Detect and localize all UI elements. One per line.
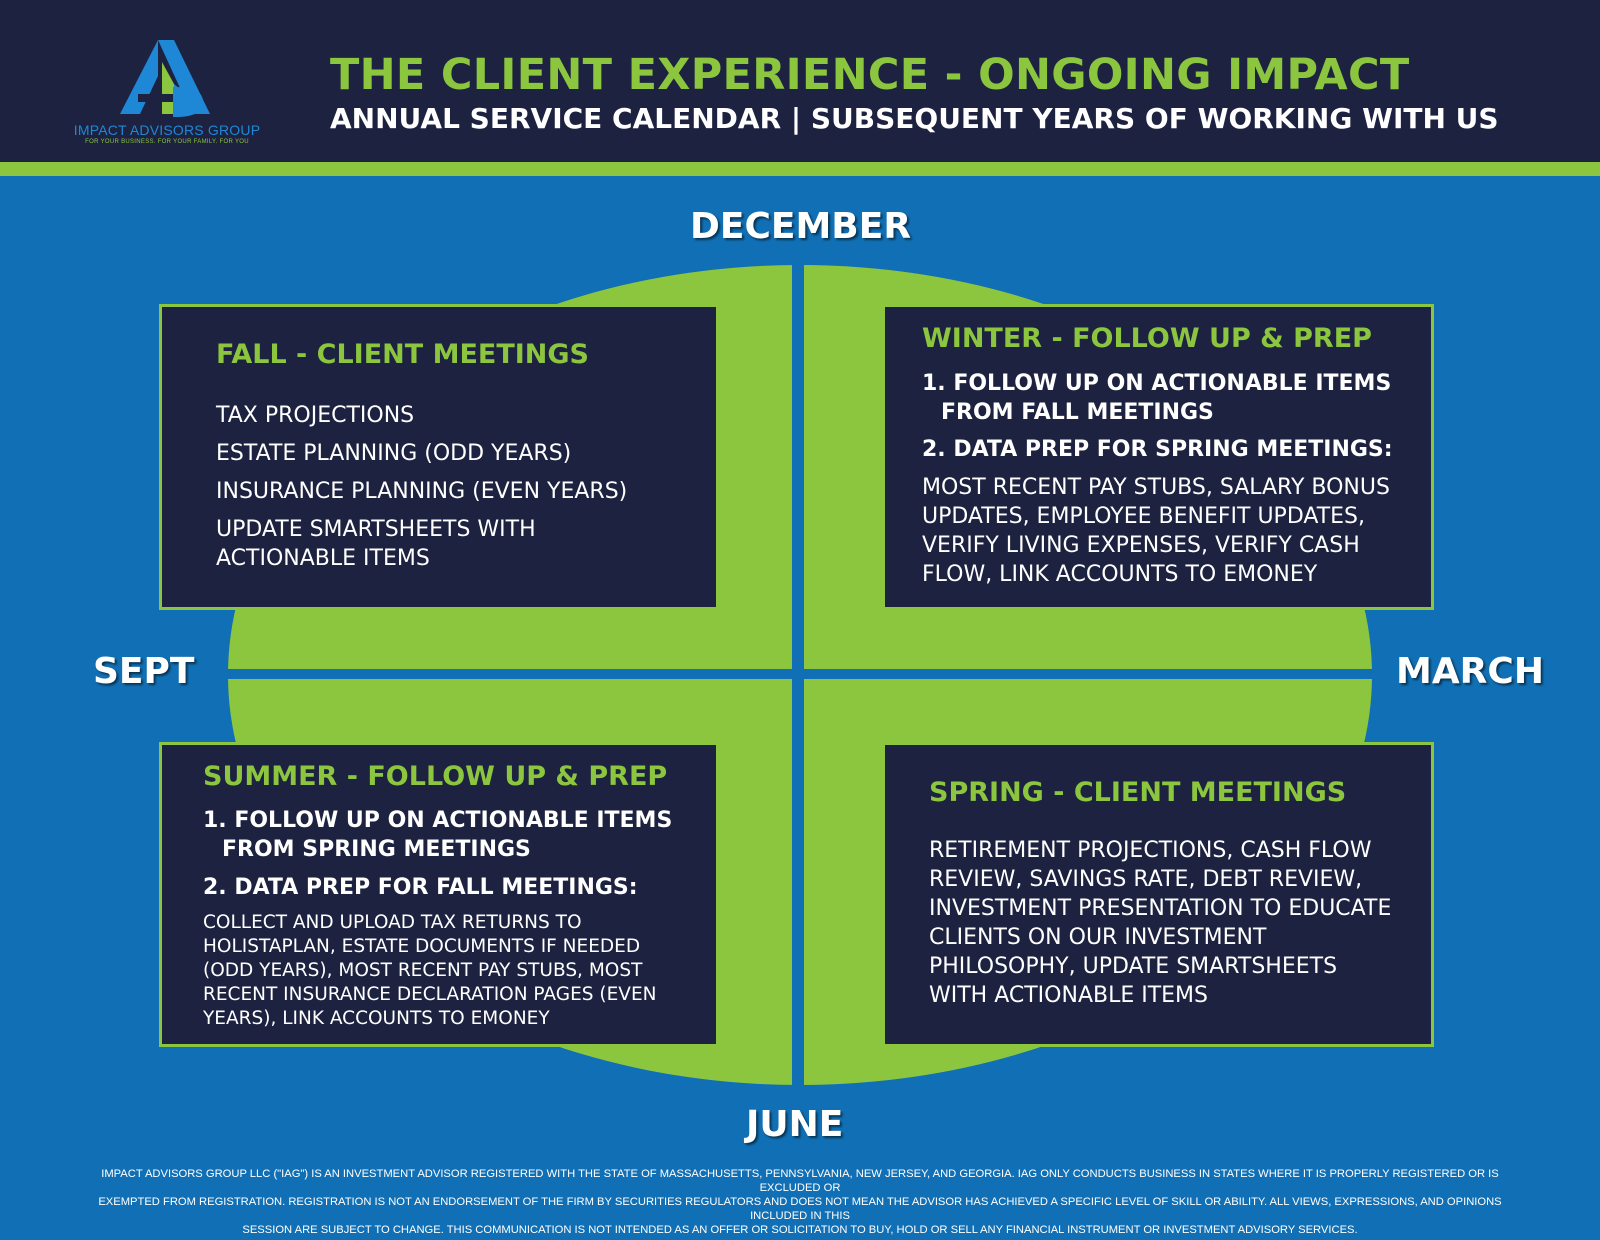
summer-step-1: 1. FOLLOW UP ON ACTIONABLE ITEMS bbox=[203, 808, 673, 833]
month-label-sept: SEPT bbox=[93, 651, 195, 692]
summer-step-2: 2. DATA PREP FOR FALL MEETINGS: bbox=[203, 875, 638, 900]
header-banner: IMPACT ADVISORS GROUP FOR YOUR BUSINESS.… bbox=[0, 0, 1600, 162]
month-label-june: JUNE bbox=[746, 1104, 844, 1145]
header-divider-stripe bbox=[0, 162, 1600, 176]
summer-card-title: SUMMER - FOLLOW UP & PREP bbox=[203, 761, 668, 792]
spring-item: CLIENTS ON OUR INVESTMENT bbox=[929, 925, 1267, 950]
wheel-horizontal-divider bbox=[210, 669, 1390, 679]
summer-item: RECENT INSURANCE DECLARATION PAGES (EVEN bbox=[203, 984, 657, 1005]
winter-card: WINTER - FOLLOW UP & PREP 1. FOLLOW UP O… bbox=[882, 304, 1434, 610]
triangle-logo-icon bbox=[120, 40, 210, 118]
summer-card: SUMMER - FOLLOW UP & PREP 1. FOLLOW UP O… bbox=[159, 742, 719, 1047]
fall-item: TAX PROJECTIONS bbox=[216, 403, 415, 428]
spring-card-title: SPRING - CLIENT MEETINGS bbox=[929, 777, 1347, 808]
spring-item: PHILOSOPHY, UPDATE SMARTSHEETS bbox=[929, 954, 1338, 979]
winter-step-1: 1. FOLLOW UP ON ACTIONABLE ITEMS bbox=[922, 371, 1392, 396]
winter-step-1-cont: FROM FALL MEETINGS bbox=[941, 400, 1214, 425]
winter-item: UPDATES, EMPLOYEE BENEFIT UPDATES, bbox=[922, 504, 1366, 529]
spring-item: RETIREMENT PROJECTIONS, CASH FLOW bbox=[929, 838, 1372, 863]
spring-item: WITH ACTIONABLE ITEMS bbox=[929, 983, 1209, 1008]
logo-tagline: FOR YOUR BUSINESS. FOR YOUR FAMILY. FOR … bbox=[85, 139, 249, 145]
summer-item: (ODD YEARS), MOST RECENT PAY STUBS, MOST bbox=[203, 960, 643, 981]
page-title: THE CLIENT EXPERIENCE - ONGOING IMPACT bbox=[330, 50, 1410, 100]
month-label-december: DECEMBER bbox=[690, 206, 912, 247]
fall-card: FALL - CLIENT MEETINGS TAX PROJECTIONS E… bbox=[159, 304, 719, 610]
summer-item: COLLECT AND UPLOAD TAX RETURNS TO bbox=[203, 912, 582, 933]
company-logo: IMPACT ADVISORS GROUP FOR YOUR BUSINESS.… bbox=[52, 36, 282, 148]
fall-item: UPDATE SMARTSHEETS WITH bbox=[216, 517, 536, 542]
fall-item: INSURANCE PLANNING (EVEN YEARS) bbox=[216, 479, 628, 504]
summer-step-1-cont: FROM SPRING MEETINGS bbox=[222, 837, 531, 862]
fall-card-title: FALL - CLIENT MEETINGS bbox=[216, 339, 590, 370]
summer-item: HOLISTAPLAN, ESTATE DOCUMENTS IF NEEDED bbox=[203, 936, 641, 957]
winter-card-title: WINTER - FOLLOW UP & PREP bbox=[922, 323, 1372, 354]
spring-item: INVESTMENT PRESENTATION TO EDUCATE bbox=[929, 896, 1392, 921]
spring-card: SPRING - CLIENT MEETINGS RETIREMENT PROJ… bbox=[882, 742, 1434, 1047]
disclaimer-line: IMPACT ADVISORS GROUP LLC ("IAG") IS AN … bbox=[101, 1168, 1499, 1194]
spring-item: REVIEW, SAVINGS RATE, DEBT REVIEW, bbox=[929, 867, 1363, 892]
fall-item: ESTATE PLANNING (ODD YEARS) bbox=[216, 441, 572, 466]
winter-step-2: 2. DATA PREP FOR SPRING MEETINGS: bbox=[922, 437, 1393, 462]
page-subtitle: ANNUAL SERVICE CALENDAR | SUBSEQUENT YEA… bbox=[330, 102, 1499, 135]
legal-disclaimer: IMPACT ADVISORS GROUP LLC ("IAG") IS AN … bbox=[70, 1167, 1530, 1237]
month-label-march: MARCH bbox=[1396, 651, 1544, 692]
disclaimer-line: SESSION ARE SUBJECT TO CHANGE. THIS COMM… bbox=[242, 1224, 1358, 1236]
winter-item: MOST RECENT PAY STUBS, SALARY BONUS bbox=[922, 475, 1390, 500]
winter-item: VERIFY LIVING EXPENSES, VERIFY CASH bbox=[922, 533, 1360, 558]
winter-item: FLOW, LINK ACCOUNTS TO EMONEY bbox=[922, 562, 1318, 587]
logo-company-name: IMPACT ADVISORS GROUP bbox=[73, 122, 261, 138]
disclaimer-line: EXEMPTED FROM REGISTRATION. REGISTRATION… bbox=[98, 1196, 1502, 1222]
summer-item: YEARS), LINK ACCOUNTS TO EMONEY bbox=[203, 1008, 550, 1029]
fall-item: ACTIONABLE ITEMS bbox=[216, 546, 430, 571]
